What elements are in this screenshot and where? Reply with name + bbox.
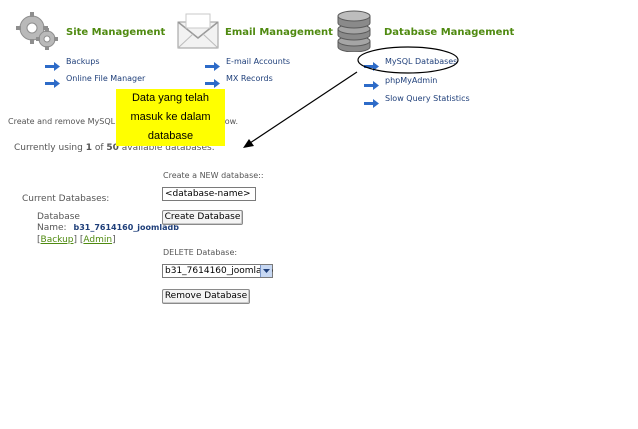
create-database-button[interactable]: Create Database [162, 210, 243, 225]
blue-arrow-icon [364, 93, 379, 108]
highlight-ellipse [357, 46, 459, 74]
blue-arrow-icon [205, 56, 220, 71]
chevron-down-icon[interactable] [260, 265, 272, 277]
link-mysql-databases[interactable]: MySQL Databases [385, 57, 458, 66]
blue-arrow-icon [364, 75, 379, 90]
annotation-line-3: database [147, 130, 194, 142]
current-databases-label: Current Databases: [22, 194, 110, 204]
usage-prefix: Currently using [14, 143, 83, 153]
delete-database-select[interactable]: b31_7614160_joomladb [162, 264, 273, 278]
delete-database-label: DELETE Database: [163, 248, 238, 257]
database-name-value: b31_7614160_joomladb [73, 223, 179, 232]
link-backups[interactable]: Backups [66, 57, 100, 66]
database-name-row: Name: b31_7614160_joomladb [37, 223, 179, 233]
gears-icon [14, 10, 60, 50]
database-actions: [Backup] [Admin] [37, 235, 116, 245]
link-email-accounts[interactable]: E-mail Accounts [226, 57, 291, 66]
backup-link[interactable]: Backup [40, 235, 74, 245]
usage-total: 50 [106, 143, 119, 153]
link-phpmyadmin[interactable]: phpMyAdmin [385, 76, 438, 85]
database-usage: Currently using 1 of 50 available databa… [14, 143, 215, 153]
delete-database-selected: b31_7614160_joomladb [165, 266, 273, 276]
email-management-title: Email Management [225, 27, 333, 38]
create-database-label: Create a NEW database:: [163, 171, 264, 180]
database-label: Database [37, 212, 80, 222]
usage-middle: of [94, 143, 104, 153]
usage-suffix: available databases. [121, 143, 215, 153]
annotation-line-2: masuk ke dalam [130, 111, 211, 123]
annotation-line-1: Data yang telah [131, 92, 210, 104]
blue-arrow-icon [45, 73, 60, 88]
new-database-name-input[interactable]: <database-name> [162, 187, 256, 201]
annotation-arrow-head [243, 139, 254, 148]
usage-used: 1 [85, 143, 92, 153]
blue-arrow-icon [205, 73, 220, 88]
blue-arrow-icon [364, 56, 379, 71]
database-management-title: Database Management [384, 27, 515, 38]
admin-link[interactable]: Admin [83, 235, 113, 245]
site-management-title: Site Management [66, 27, 166, 38]
link-online-file-manager[interactable]: Online File Manager [66, 74, 146, 83]
annotation-note: Data yang telah masuk ke dalam database [116, 89, 225, 146]
envelope-icon [176, 12, 220, 50]
name-label: Name: [37, 223, 67, 233]
link-slow-query-statistics[interactable]: Slow Query Statistics [385, 94, 470, 103]
blue-arrow-icon [45, 56, 60, 71]
database-icon [336, 8, 372, 53]
remove-database-button[interactable]: Remove Database [162, 289, 250, 304]
link-mx-records[interactable]: MX Records [226, 74, 273, 83]
annotation-arrow-line [246, 71, 358, 146]
